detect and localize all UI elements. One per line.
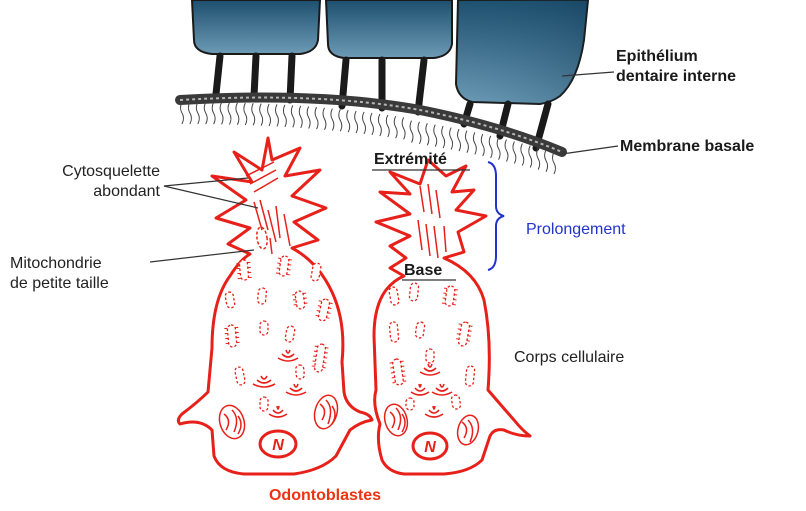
organelle bbox=[406, 398, 414, 410]
membrane-fibril bbox=[331, 109, 334, 131]
membrane-fibril bbox=[458, 129, 461, 151]
membrane-fibril bbox=[418, 122, 421, 144]
membrane-fibril bbox=[196, 102, 199, 124]
membrane-fibril bbox=[465, 131, 468, 153]
label-corps-cellulaire: Corps cellulaire bbox=[514, 348, 624, 368]
label-cytosquelette: Cytosquelette abondant bbox=[0, 162, 160, 202]
epithelium-cell bbox=[192, 0, 320, 54]
membrane-fibril bbox=[291, 105, 294, 127]
label-mitochondrie: Mitochondrie de petite taille bbox=[10, 254, 109, 294]
odontoblast-right: N bbox=[374, 160, 530, 474]
label-mitochondrie-line2: de petite taille bbox=[10, 274, 109, 294]
label-epithelium-line2: dentaire interne bbox=[616, 67, 736, 87]
nucleus-letter-right: N bbox=[424, 439, 436, 456]
membrane-fibril bbox=[323, 108, 326, 130]
label-mitochondrie-line1: Mitochondrie bbox=[10, 254, 109, 274]
organelle bbox=[389, 322, 399, 343]
odontoblast-left: N bbox=[178, 138, 372, 474]
label-extremite: Extrémité bbox=[374, 150, 447, 170]
label-epithelium: Epithélium dentaire interne bbox=[616, 47, 736, 87]
membrane-fibril bbox=[394, 116, 397, 138]
membrane-fibril bbox=[355, 111, 358, 133]
membrane-fibril bbox=[275, 104, 278, 126]
membrane-fibril bbox=[370, 113, 373, 135]
membrane-fibril bbox=[553, 152, 556, 174]
membrane-fibril bbox=[188, 102, 191, 124]
leader-membrane bbox=[562, 146, 618, 154]
membrane-fibril bbox=[212, 102, 215, 124]
prolongement-bracket bbox=[488, 162, 504, 270]
membrane-fibril bbox=[378, 114, 381, 136]
membrane-fibril bbox=[545, 150, 548, 172]
membrane-fibril bbox=[521, 143, 524, 165]
membrane-fibril bbox=[347, 110, 350, 132]
membrane-fibril bbox=[529, 146, 532, 168]
label-epithelium-line1: Epithélium bbox=[616, 47, 736, 67]
membrane-fibril bbox=[402, 117, 405, 139]
membrane-fibril bbox=[386, 115, 389, 137]
label-membrane-basale: Membrane basale bbox=[620, 137, 754, 157]
membrane-fibril bbox=[260, 104, 263, 126]
membrane-fibril bbox=[497, 138, 500, 160]
label-odontoblastes: Odontoblastes bbox=[190, 486, 460, 506]
membrane-fibril bbox=[204, 102, 207, 124]
membrane-fibril bbox=[450, 128, 453, 150]
membrane-fibril bbox=[489, 136, 492, 158]
membrane-fibril bbox=[363, 112, 366, 134]
nucleus-letter-left: N bbox=[272, 437, 284, 454]
epithelium-cell bbox=[326, 0, 452, 58]
organelle bbox=[426, 349, 434, 363]
leader-mito bbox=[150, 250, 254, 262]
membrane-fibril bbox=[181, 102, 184, 124]
membrane-fibril bbox=[283, 105, 286, 127]
membrane-fibril bbox=[513, 141, 516, 163]
label-cytosquelette-line1: Cytosquelette bbox=[0, 162, 160, 182]
membrane-fibril bbox=[442, 126, 445, 148]
membrane-fibril bbox=[473, 132, 476, 154]
membrane-fibril bbox=[236, 103, 239, 125]
label-prolongement: Prolongement bbox=[526, 220, 626, 240]
membrane-fibril bbox=[410, 121, 413, 143]
membrane-fibril bbox=[228, 103, 231, 125]
label-cytosquelette-line2: abondant bbox=[0, 182, 160, 202]
membrane-fibril bbox=[505, 140, 508, 162]
organelle bbox=[260, 321, 268, 335]
membrane-fibril bbox=[307, 106, 310, 128]
nucleus-right: N bbox=[413, 433, 447, 459]
membrane-fibril bbox=[339, 109, 342, 131]
membrane-fibril bbox=[252, 103, 255, 125]
membrane-fibril bbox=[268, 104, 271, 126]
membrane-fibril bbox=[426, 123, 429, 145]
label-base: Base bbox=[404, 261, 442, 281]
membrane-fibril bbox=[537, 148, 540, 170]
membrane-fibril bbox=[315, 107, 318, 129]
membrane-fibril bbox=[220, 102, 223, 124]
membrane-fibril bbox=[481, 134, 484, 156]
odontoblast-left-outline bbox=[178, 138, 372, 474]
nucleus-left: N bbox=[260, 431, 296, 457]
membrane-fibril bbox=[434, 125, 437, 147]
organelle bbox=[260, 397, 268, 411]
membrane-fibril bbox=[244, 103, 247, 125]
membrane-fibril bbox=[299, 106, 302, 128]
